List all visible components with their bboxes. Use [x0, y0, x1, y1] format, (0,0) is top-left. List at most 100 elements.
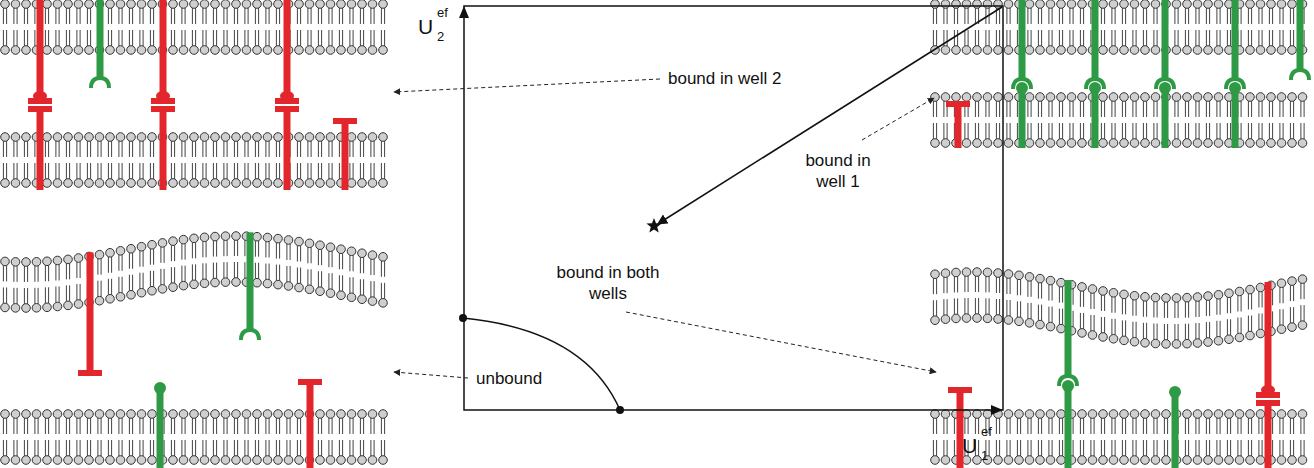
lipid-tail [164, 440, 165, 456]
lipid-head [1120, 336, 1129, 345]
lipid-head [106, 456, 115, 465]
lipid-head [148, 133, 157, 142]
lipid-tail [258, 241, 259, 257]
lipid-tail [1062, 287, 1063, 303]
lipid-tail [964, 123, 965, 139]
receptor-ball [1169, 386, 1181, 398]
lipid-tail [45, 287, 46, 303]
lipid-head [941, 315, 950, 324]
lipid-head [994, 456, 1003, 465]
lipid-head [1246, 0, 1255, 8]
lipid-tail [1269, 101, 1270, 117]
lipid-tail [213, 141, 214, 157]
lipid-tail [97, 418, 98, 434]
lipid-tail [1122, 440, 1123, 456]
lipid-tail [1136, 30, 1137, 46]
lipid-tail [1209, 322, 1210, 338]
lipid-tail [87, 418, 88, 434]
lipid-tail [59, 286, 60, 302]
lipid-tail [1304, 418, 1305, 434]
lipid-head [1109, 410, 1118, 419]
lipid-tail [1080, 440, 1081, 456]
lipid-tail [76, 440, 77, 456]
lipid-head [253, 456, 262, 465]
lipid-head [962, 314, 971, 323]
lipid-head [179, 133, 188, 142]
lipid-tail [17, 440, 18, 456]
lipid-tail [1052, 8, 1053, 24]
lipid-head [1183, 139, 1192, 148]
lipid-tail [300, 268, 301, 284]
lipid-head [1204, 292, 1213, 301]
lipid-tail [1062, 30, 1063, 46]
lipid-tail [947, 299, 948, 315]
lipid-tail [132, 163, 133, 179]
lipid-tail [59, 8, 60, 24]
lipid-tail [17, 266, 18, 282]
lipid-tail [45, 30, 46, 46]
lipid-tail [1122, 8, 1123, 24]
lipid-head [326, 410, 335, 419]
lipid-tail [90, 418, 91, 434]
lipid-head [95, 179, 104, 188]
lipid-head [1172, 294, 1181, 303]
lipid-tail [964, 276, 965, 292]
lipid-tail [1122, 30, 1123, 46]
lipid-head [1088, 410, 1097, 419]
lipid-tail [129, 8, 130, 24]
lipid-head [1277, 410, 1286, 419]
lipid-tail [1143, 301, 1144, 317]
lipid-head [1193, 46, 1202, 55]
lipid-tail [48, 418, 49, 434]
lipid-head [1120, 139, 1129, 148]
lipid-tail [244, 8, 245, 24]
lipid-tail [3, 440, 4, 456]
lipid-tail [381, 283, 382, 299]
lipid-head [32, 304, 41, 313]
lipid-head [22, 46, 31, 55]
lipid-tail [192, 440, 193, 456]
lipid-head [931, 93, 940, 102]
lipid-tail [160, 247, 161, 263]
lipid-head [1099, 287, 1108, 296]
lipid-head [74, 179, 83, 188]
lipid-head [1025, 139, 1034, 148]
lipid-head [316, 287, 325, 296]
lipid-head [116, 456, 125, 465]
lipid-head [1088, 331, 1097, 340]
lipid-tail [332, 30, 333, 46]
lipid-tail [1006, 440, 1007, 456]
lipid-tail [1157, 101, 1158, 117]
lipid-tail [1010, 101, 1011, 117]
lipid-tail [1251, 30, 1252, 46]
lipid-head [1277, 456, 1286, 465]
lipid-tail [122, 8, 123, 24]
lipid-tail [1115, 101, 1116, 117]
lipid-tail [1090, 123, 1091, 139]
lipid-head [1246, 285, 1255, 294]
lipid-head [1256, 139, 1265, 148]
lipid-tail [1090, 8, 1091, 24]
lipid-tail [1101, 317, 1102, 333]
lipid-head [1057, 46, 1066, 55]
lipid-tail [1090, 101, 1091, 117]
lipid-head [1078, 46, 1087, 55]
lipid-tail [234, 163, 235, 179]
lipid-head [242, 46, 251, 55]
lipid-tail [978, 123, 979, 139]
lipid-head [358, 46, 367, 55]
lipid-head [941, 269, 950, 278]
lipid-head [1130, 337, 1139, 346]
lipid-tail [933, 300, 934, 316]
lipid-head [931, 410, 940, 419]
lipid-tail [989, 276, 990, 292]
lipid-head [1141, 139, 1150, 148]
lipid-tail [1279, 8, 1280, 24]
lipid-tail [181, 418, 182, 434]
lipid-tail [1006, 123, 1007, 139]
axis-superscript: ef [981, 424, 992, 440]
lipid-tail [34, 418, 35, 434]
lipid-tail [1248, 30, 1249, 46]
lipid-tail [1143, 30, 1144, 46]
lipid-tail [108, 30, 109, 46]
